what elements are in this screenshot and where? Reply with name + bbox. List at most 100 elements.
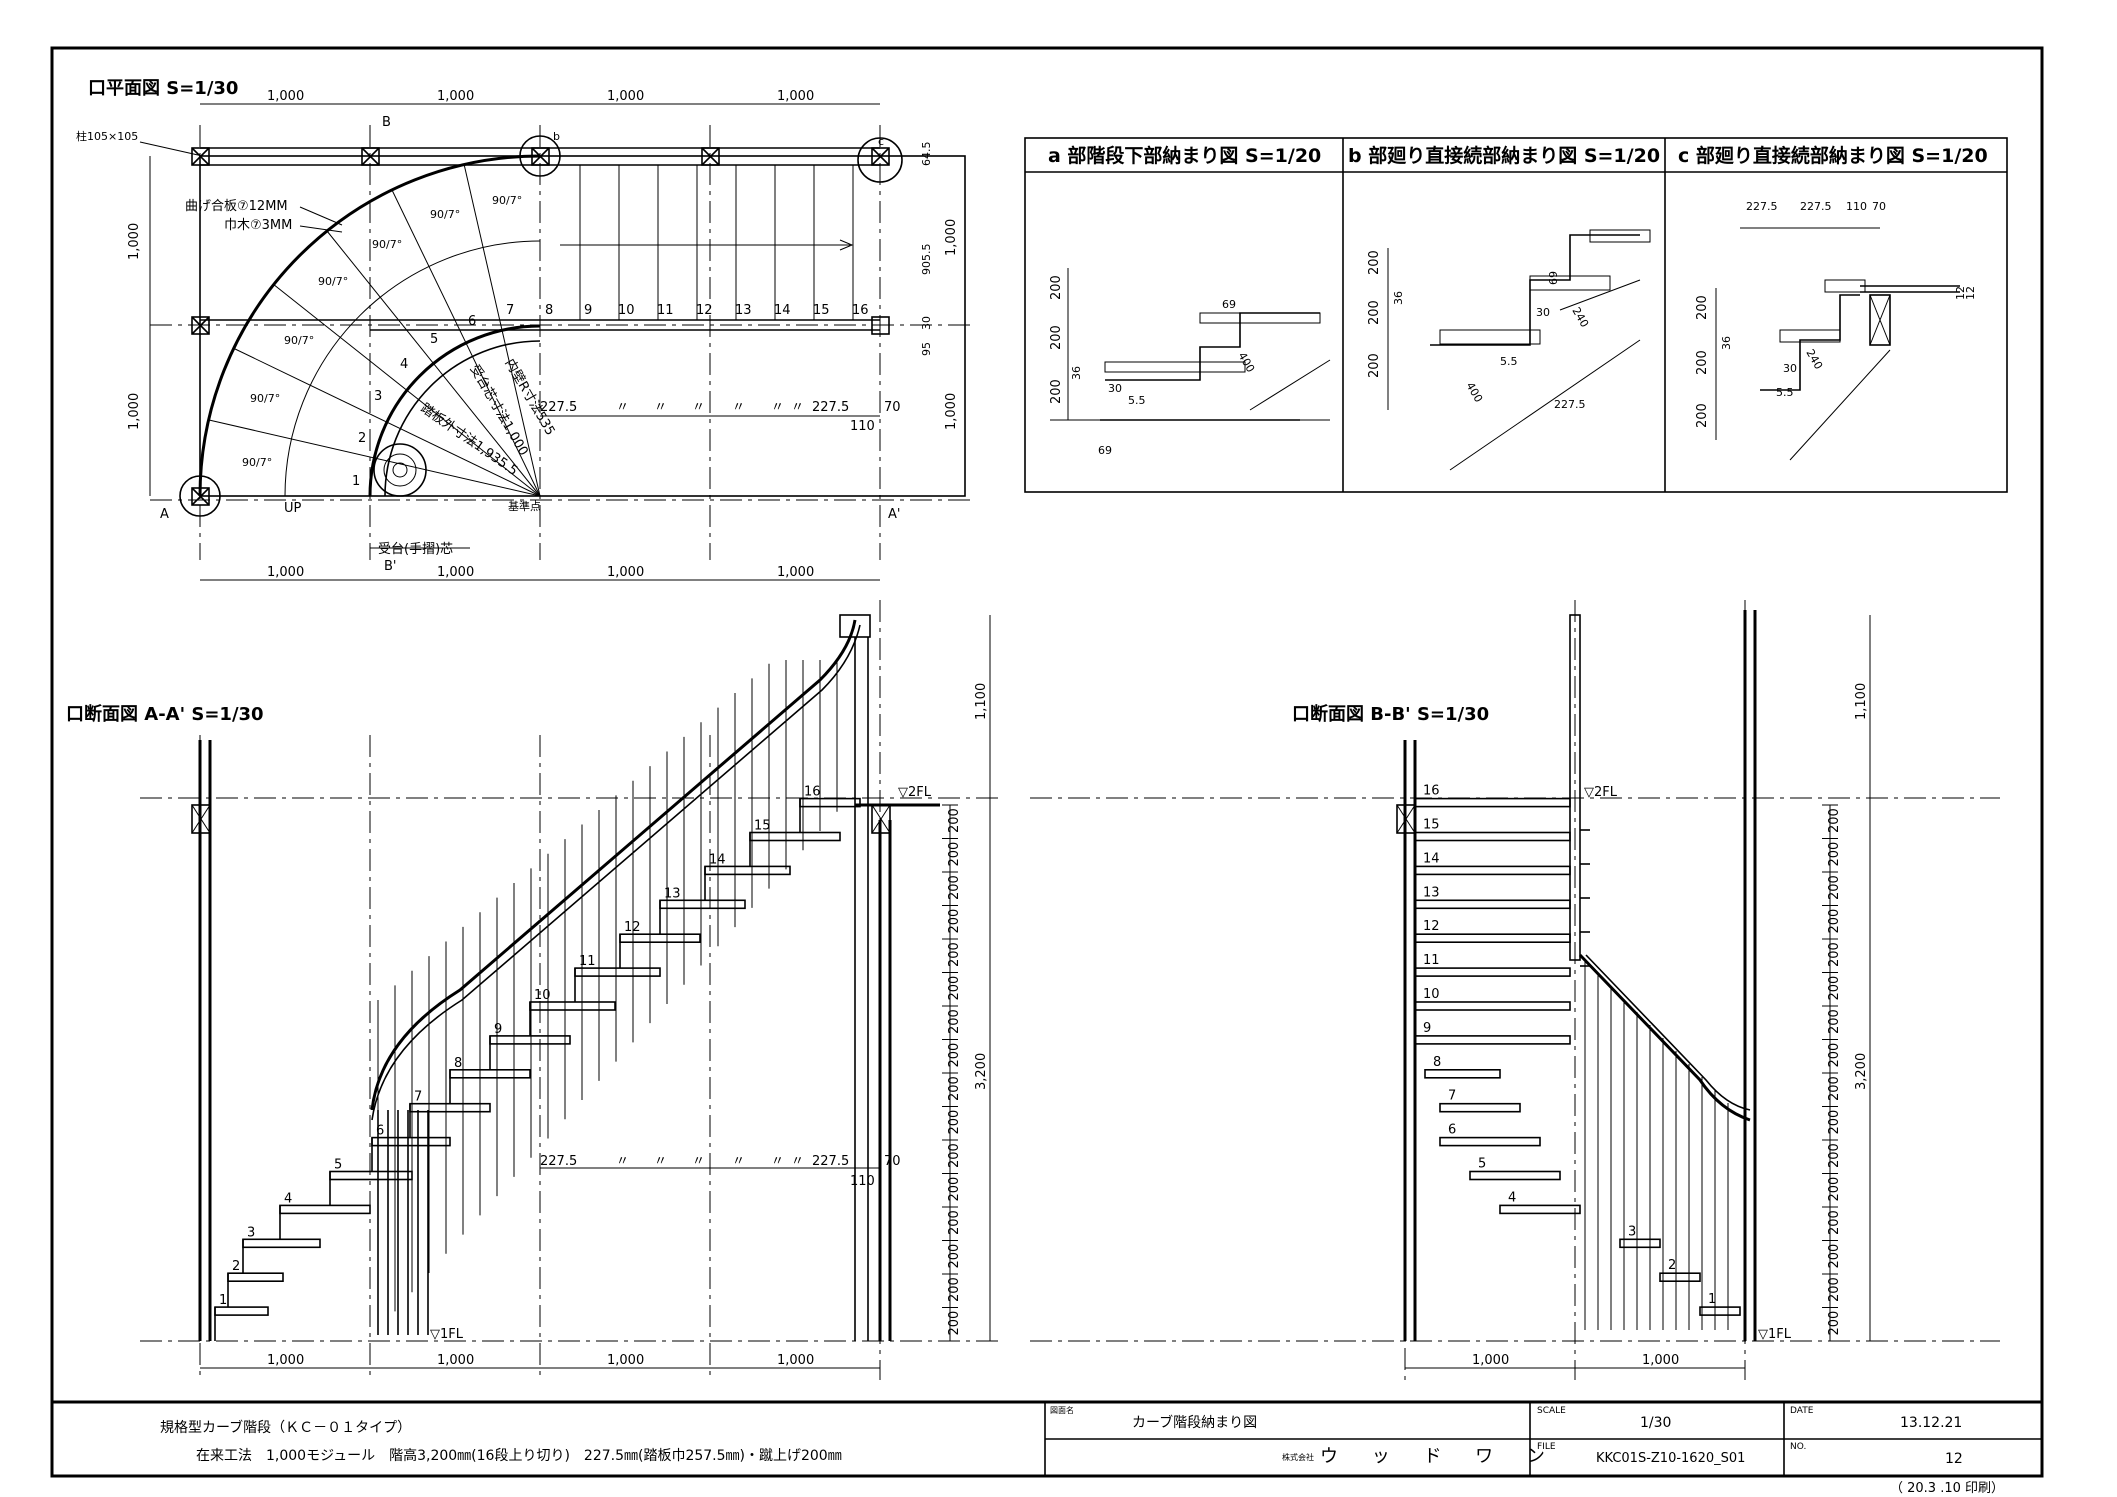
aa-tread — [279, 1204, 371, 1215]
bb-riser-dim: 200 — [1827, 942, 1842, 967]
bb-tread — [1414, 899, 1571, 910]
section-bb-title: 口断面図 B-B' S=1/30 — [1292, 703, 1489, 725]
product-spec: 在来工法 1,000モジュール 階高3,200㎜(16段上り切り) 227.5㎜… — [196, 1447, 842, 1464]
aa-step-number: 6 — [376, 1124, 384, 1139]
plan-right-small-2: 905.5 — [920, 244, 933, 276]
plan-angle-2: 90/7° — [250, 392, 280, 405]
title-block: 規格型カーブ階段（ＫＣ－０１タイプ） 在来工法 1,000モジュール 階高3,2… — [52, 1400, 2042, 1496]
aa-step-number: 4 — [284, 1191, 292, 1206]
aa-bottom-dim-1: 1,000 — [267, 1353, 304, 1368]
detail-a-dim-2: 200 — [1049, 325, 1064, 350]
detail-c-dim-6: 200 — [1695, 350, 1710, 375]
aa-tread-dim-4: 〃 — [692, 1154, 705, 1169]
aa-tread — [489, 1035, 571, 1045]
detail-b-dim-6: 5.5 — [1500, 355, 1518, 368]
bb-riser-dim: 200 — [1827, 808, 1842, 833]
plan-angle-5: 90/7° — [372, 238, 402, 251]
plan-tread-dim-10: 110 — [850, 419, 875, 434]
detail-a-dim-8: 69 — [1222, 298, 1236, 311]
bb-tread — [1699, 1306, 1741, 1316]
aa-riser-dim: 200 — [947, 875, 962, 900]
bb-tread — [1499, 1204, 1581, 1215]
plan-tread-dim-7: 〃 — [791, 400, 804, 415]
section-mark-b-prime: B' — [384, 559, 397, 574]
plan-bottom-dim-3: 1,000 — [607, 565, 644, 580]
detail-c-dim-2: 227.5 — [1800, 200, 1832, 213]
bb-step-number: 2 — [1668, 1258, 1676, 1273]
aa-step-number: 2 — [232, 1259, 240, 1274]
plan-tread-dim-1: 227.5 — [540, 400, 577, 415]
plan-outline — [199, 155, 966, 497]
plan-tread-dim-9: 70 — [884, 400, 901, 415]
bb-step-number: 3 — [1628, 1224, 1636, 1239]
detail-c-drawing: 227.5 227.5 110 70 200 200 200 36 30 5.5… — [1695, 200, 1977, 461]
no-label: NO. — [1790, 1442, 1806, 1452]
bb-tread — [1414, 1001, 1571, 1011]
bb-step-number: 1 — [1708, 1292, 1716, 1307]
bb-tread — [1414, 831, 1571, 842]
bb-riser-dim: 200 — [1827, 1244, 1842, 1269]
detail-b-dim-9: 400 — [1463, 380, 1485, 405]
aa-tread — [329, 1170, 413, 1181]
plan-bottom-dim-4: 1,000 — [777, 565, 814, 580]
bb-height-total: 3,200 — [1854, 1053, 1869, 1090]
bb-riser-dim: 200 — [1827, 1009, 1842, 1034]
aa-bottom-dim-2: 1,000 — [437, 1353, 474, 1368]
section-bb: 口断面図 B-B' S=1/30 12345678910111213141516… — [1030, 600, 2000, 1380]
bb-tread — [1414, 967, 1571, 977]
aa-riser-dim: 200 — [947, 1076, 962, 1101]
aa-tread-dim-1: 227.5 — [540, 1154, 577, 1169]
detail-a-title: a 部階段下部納まり図 S=1/20 — [1048, 144, 1321, 167]
bb-fl-top: ▽2FL — [1584, 785, 1618, 800]
detail-b-dim-3: 200 — [1367, 353, 1382, 378]
plan-title: 口平面図 S=1/30 — [88, 78, 238, 99]
aa-step-number: 9 — [494, 1022, 502, 1037]
plan-tread-dim-6: 〃 — [771, 400, 784, 415]
company-label: 株式会社 — [1282, 1452, 1314, 1462]
aa-height-total: 3,200 — [974, 1053, 989, 1090]
bb-bottom-dim-1: 1,000 — [1472, 1353, 1509, 1368]
bb-riser-dim: 200 — [1827, 1076, 1842, 1101]
aa-tread — [619, 933, 701, 944]
bb-step-number: 11 — [1423, 953, 1440, 968]
section-mark-c-circle: c — [878, 135, 884, 148]
section-aa-title: 口断面図 A-A' S=1/30 — [66, 703, 264, 725]
bb-handrail-height: 1,100 — [1854, 683, 1869, 720]
aa-bottom-dim-4: 1,000 — [777, 1353, 814, 1368]
bb-step-number: 5 — [1478, 1157, 1486, 1172]
plan-step-7: 7 — [506, 303, 514, 318]
bb-tread — [1424, 1069, 1501, 1079]
board-label-1: 曲げ合板⑦12MM — [185, 199, 288, 214]
aa-tread — [529, 1001, 616, 1011]
section-mark-b-circle: b — [553, 130, 560, 143]
aa-fl-top: ▽2FL — [898, 785, 932, 800]
detail-a-dim-3: 200 — [1049, 379, 1064, 404]
plan-angle-1: 90/7° — [242, 456, 272, 469]
board-label-2: 巾木⑦3MM — [224, 218, 292, 233]
plan-tread-dim-2: 〃 — [616, 400, 629, 415]
plan-top-dim-4: 1,000 — [777, 89, 814, 104]
detail-b-dim-5: 30 — [1536, 306, 1550, 319]
section-aa: 口断面図 A-A' S=1/30 12345678910111213141516… — [66, 600, 1000, 1380]
bb-riser-dim: 200 — [1827, 1143, 1842, 1168]
aa-step-number: 3 — [247, 1225, 255, 1240]
plan-step-10: 10 — [618, 303, 635, 318]
bb-riser-dim: 200 — [1827, 1210, 1842, 1235]
bb-tread — [1414, 933, 1571, 944]
aa-riser-dim: 200 — [947, 1009, 962, 1034]
bb-tread — [1414, 1035, 1571, 1045]
plan-angle-3: 90/7° — [284, 334, 314, 347]
aa-step-number: 1 — [219, 1293, 227, 1308]
aa-step-number: 11 — [579, 954, 596, 969]
detail-panels: a 部階段下部納まり図 S=1/20 b 部廻り直接続部納まり図 S=1/20 … — [1024, 137, 2008, 493]
detail-a-dim-5: 30 — [1108, 382, 1122, 395]
aa-step-number: 5 — [334, 1158, 342, 1173]
drawing-label: 図面名 — [1050, 1405, 1074, 1415]
aa-step-number: 16 — [804, 785, 821, 800]
section-mark-b: B — [382, 115, 391, 130]
detail-b-dim-7: 69 — [1547, 271, 1560, 285]
aa-step-number: 13 — [664, 886, 681, 901]
aa-tread — [659, 899, 746, 910]
plan-right-small-4: 95 — [920, 342, 933, 356]
section-mark-a: A — [160, 507, 169, 522]
